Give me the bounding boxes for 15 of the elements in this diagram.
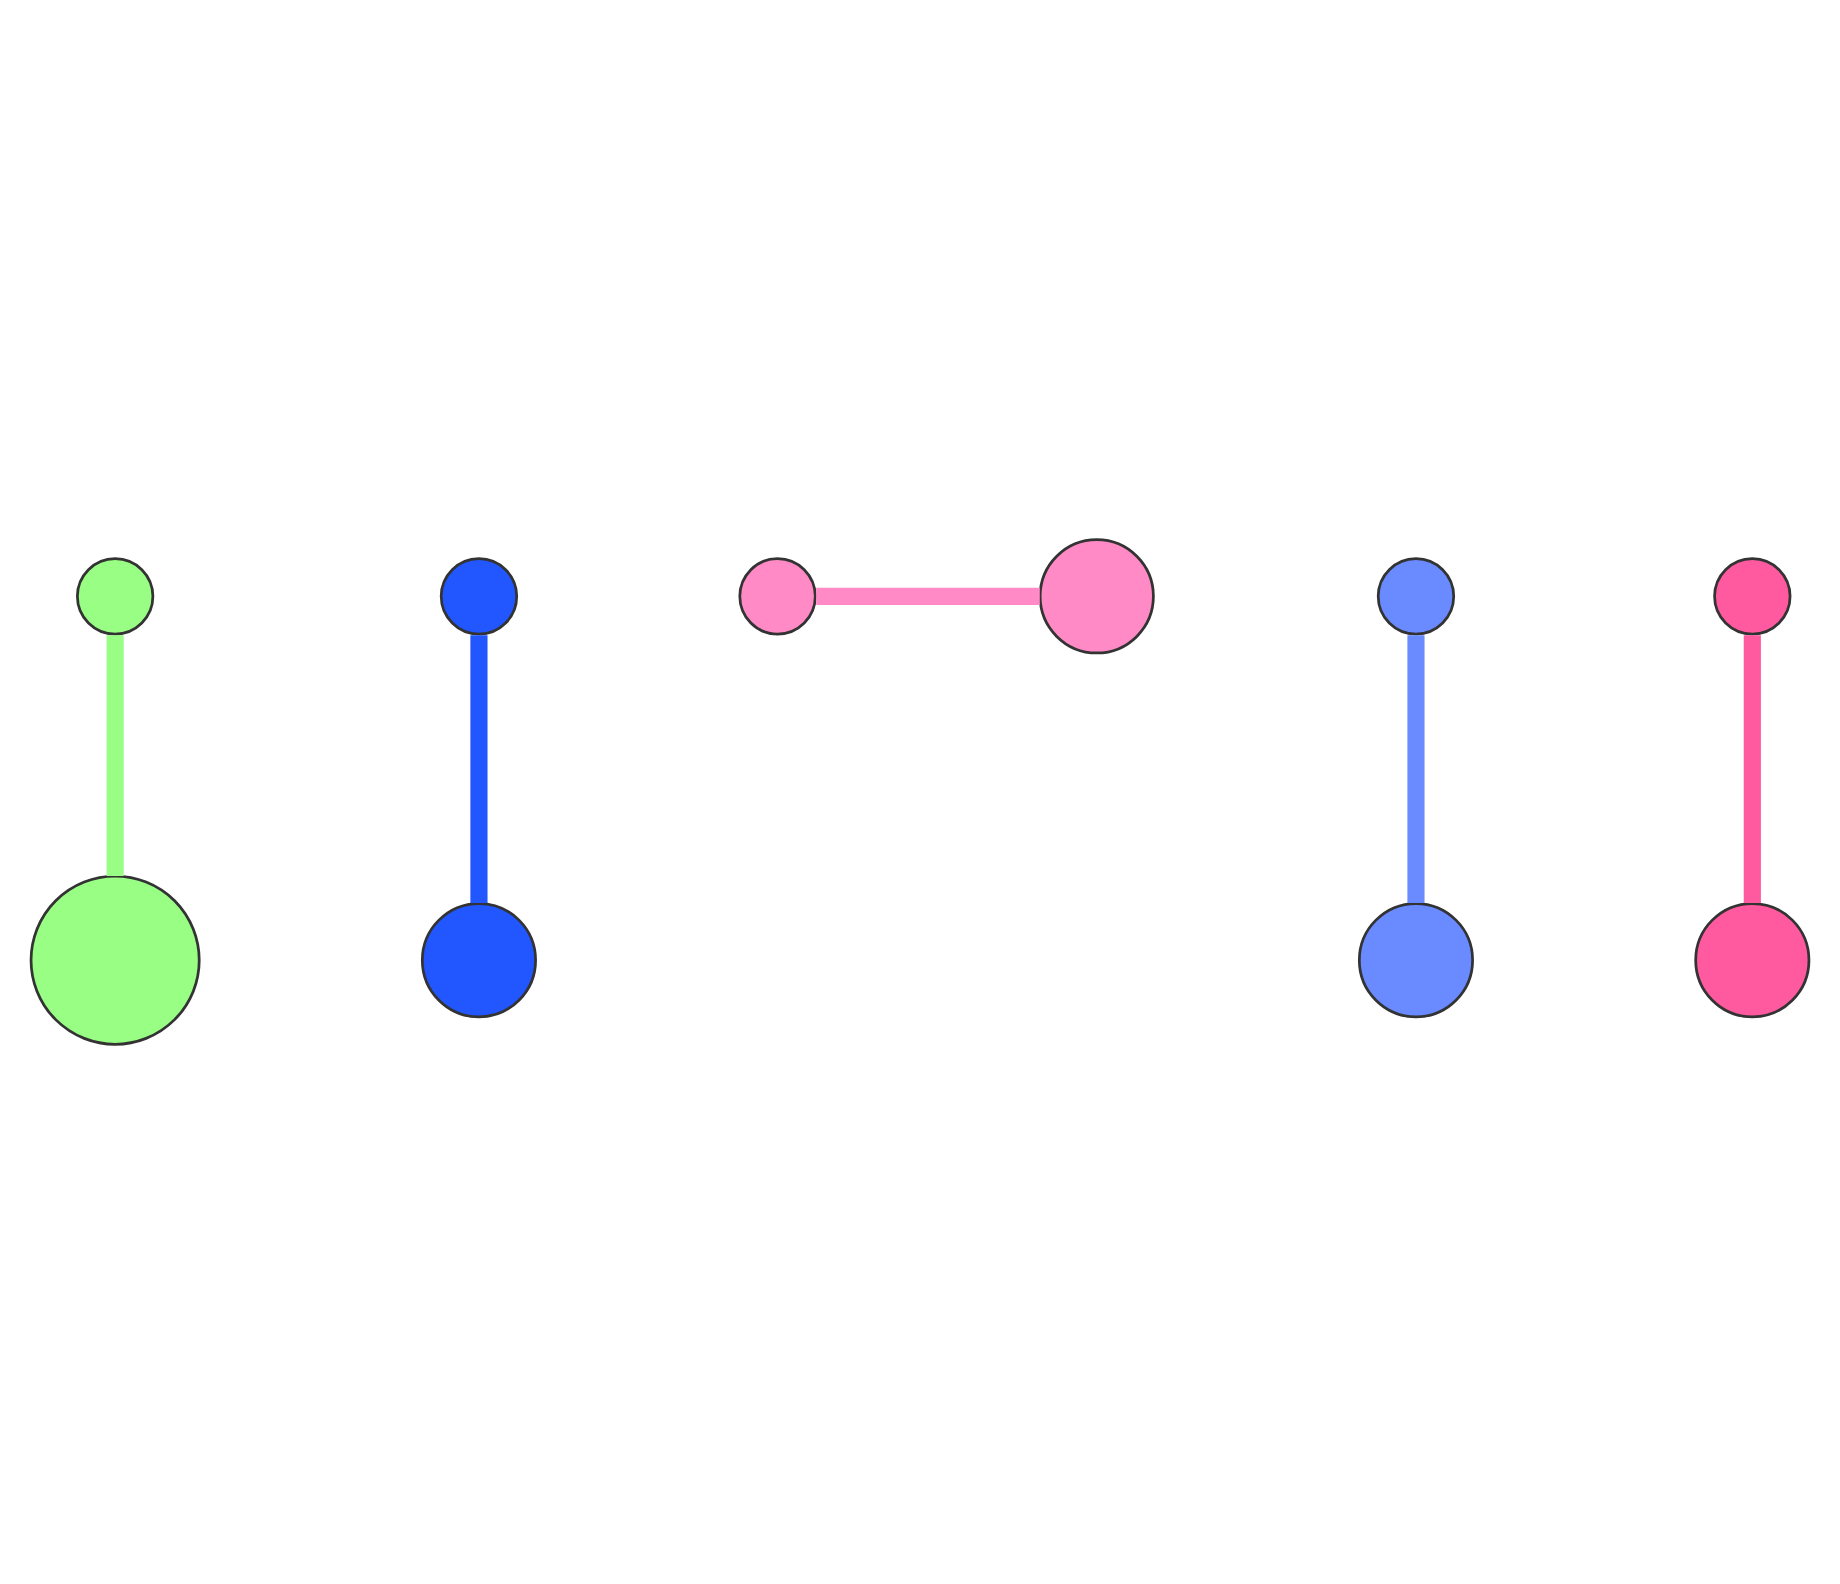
node-circle	[29, 874, 201, 1046]
connector	[470, 635, 488, 903]
node-circle	[738, 557, 817, 636]
node-circle	[1038, 538, 1155, 655]
connector	[1743, 635, 1761, 903]
node-circle	[1376, 557, 1456, 636]
node-circle	[1694, 902, 1811, 1019]
connector	[106, 635, 124, 876]
node-circle	[420, 902, 537, 1019]
connector	[816, 587, 1040, 605]
node-circle	[1713, 557, 1792, 636]
node-circle	[76, 557, 155, 636]
connector	[1407, 635, 1425, 903]
node-circle	[439, 557, 519, 636]
node-circle	[1357, 902, 1474, 1019]
